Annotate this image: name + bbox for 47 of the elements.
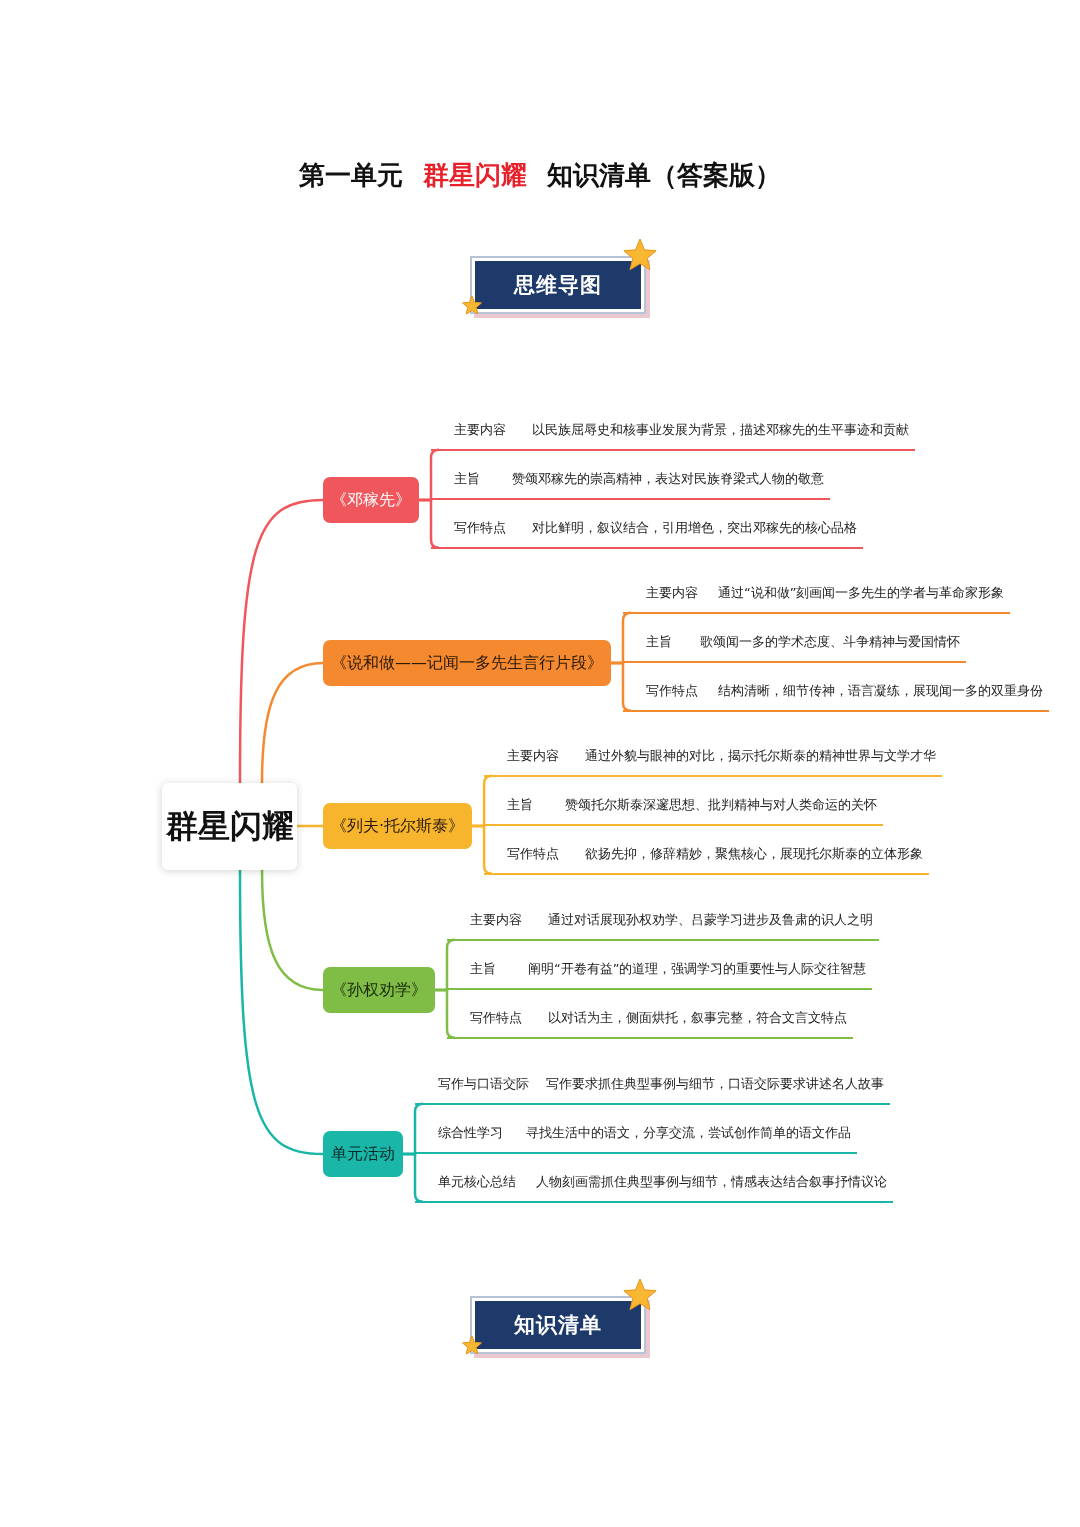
subtopic-text: 赞颂邓稼先的崇高精神，表达对民族脊梁式人物的敬意 (512, 470, 824, 488)
branch-topic: 《孙权劝学》 (323, 967, 435, 1013)
subtopic-text: 通过对话展现孙权劝学、吕蒙学习进步及鲁肃的识人之明 (548, 911, 873, 929)
subtopic-key: 主要内容 (470, 911, 548, 929)
subtopic-key: 综合性学习 (438, 1124, 526, 1142)
connector-line (238, 870, 324, 1156)
connector-line (403, 1152, 424, 1203)
subtopic-text: 阐明“开卷有益”的道理，强调学习的重要性与人际交往智慧 (528, 960, 867, 978)
connector-line (297, 824, 323, 828)
subtopic-key: 写作与口语交际 (438, 1075, 546, 1093)
subtopic-text: 欲扬先抑，修辞精妙，聚焦核心，展现托尔斯泰的立体形象 (585, 845, 924, 863)
subtopic-key: 主旨 (470, 960, 528, 978)
subtopic-text: 结构清晰，细节传神，语言凝练，展现闻一多的双重身份 (718, 682, 1043, 700)
connector-line (260, 869, 324, 992)
subtopic-key: 写作特点 (454, 519, 532, 537)
central-topic: 群星闪耀 (162, 783, 297, 870)
subtopic-text: 人物刻画需抓住典型事例与细节，情感表达结合叙事抒情议论 (536, 1173, 887, 1191)
branch-topic: 《邓稼先》 (323, 477, 419, 523)
branch-topic: 《列夫·托尔斯泰》 (323, 803, 473, 849)
subtopic-key: 写作特点 (507, 845, 586, 863)
connector-line (611, 661, 632, 712)
connector-line (435, 988, 456, 1039)
subtopic-key: 主要内容 (454, 421, 532, 439)
connector-line (238, 498, 324, 783)
connector-line (472, 824, 493, 875)
subtopic-text: 歌颂闻一多的学术态度、斗争精神与爱国情怀 (700, 633, 960, 651)
subtopic-key: 写作特点 (470, 1009, 548, 1027)
subtopic-key: 单元核心总结 (438, 1173, 536, 1191)
subtopic-text: 对比鲜明，叙议结合，引用增色，突出邓稼先的核心品格 (532, 519, 857, 537)
connector-line (260, 661, 324, 784)
subtopic-text: 写作要求抓住典型事例与细节，口语交际要求讲述名人故事 (546, 1075, 884, 1093)
subtopic-key: 主旨 (454, 470, 512, 488)
subtopic-key: 主要内容 (646, 584, 718, 602)
subtopic-text: 以民族屈辱史和核事业发展为背景，描述邓稼先的生平事迹和贡献 (532, 421, 909, 439)
subtopic-key: 主旨 (646, 633, 700, 651)
subtopic-key: 主要内容 (507, 747, 586, 765)
subtopic-text: 寻找生活中的语文，分享交流，尝试创作简单的语文作品 (526, 1124, 851, 1142)
connector-line (419, 498, 440, 549)
subtopic-text: 以对话为主，侧面烘托，叙事完整，符合文言文特点 (548, 1009, 847, 1027)
subtopic-text: 通过外貌与眼神的对比，揭示托尔斯泰的精神世界与文学才华 (585, 747, 937, 765)
subtopic-text: 通过“说和做”刻画闻一多先生的学者与革命家形象 (718, 584, 1005, 602)
subtopic-key: 主旨 (507, 796, 566, 814)
subtopic-key: 写作特点 (646, 682, 718, 700)
page-title: 第一单元 群星闪耀 知识清单（答案版） (298, 159, 782, 192)
subtopic-text: 赞颂托尔斯泰深邃思想、批判精神与对人类命运的关怀 (565, 796, 878, 814)
branch-topic: 单元活动 (323, 1131, 403, 1177)
branch-topic: 《说和做——记闻一多先生言行片段》 (323, 640, 611, 686)
